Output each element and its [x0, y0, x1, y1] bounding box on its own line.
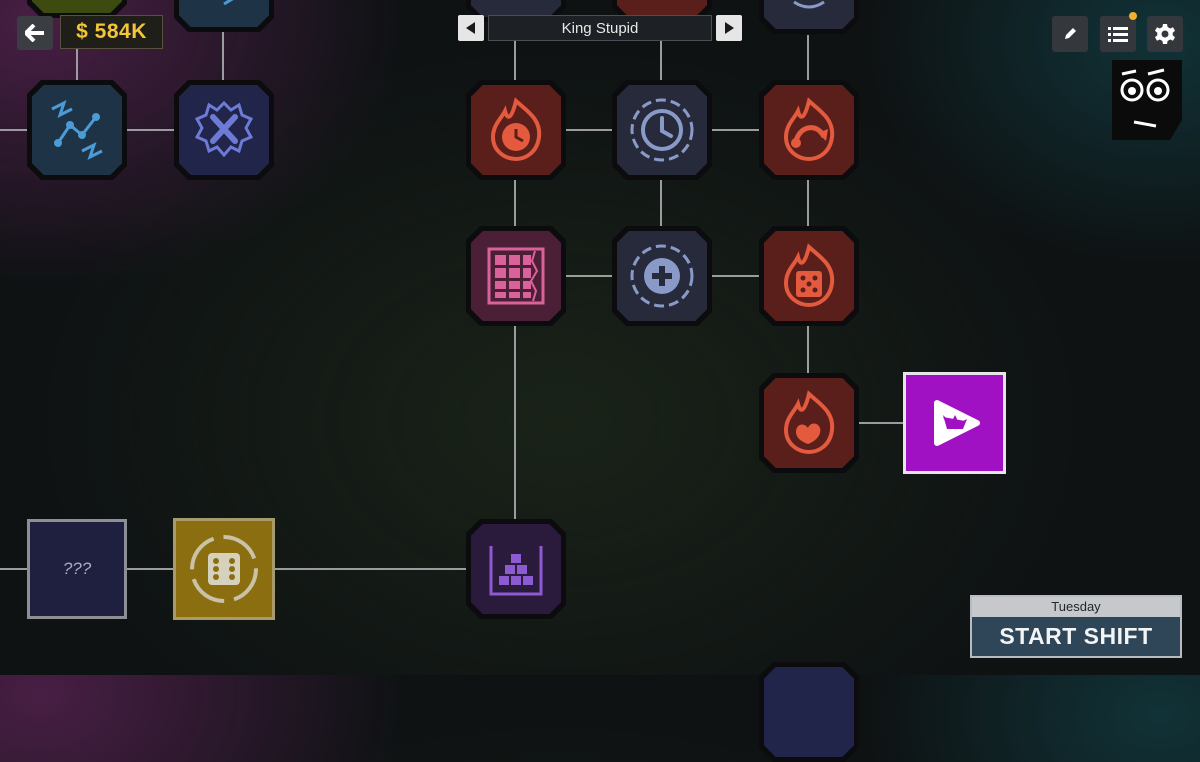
- cross-arrows-icon: [194, 100, 254, 158]
- gear-icon: [1155, 24, 1175, 44]
- spiral-clock-icon: [630, 98, 694, 162]
- dice-ring-icon: [190, 535, 258, 603]
- skill-node-flame-clock[interactable]: [466, 80, 566, 180]
- skill-node-spiral-clock[interactable]: [612, 80, 712, 180]
- pencil-icon: [1065, 28, 1076, 39]
- list-icon: [1108, 27, 1128, 42]
- spiral-icon: [486, 0, 546, 2]
- tree-selector-title: King Stupid: [488, 15, 712, 41]
- skill-tree-connections: [0, 30, 905, 570]
- flame-dice-icon: [783, 243, 835, 308]
- arrow-left-icon: [25, 24, 44, 42]
- flame-muscle-icon: [783, 390, 835, 455]
- locked-node-label: ???: [62, 559, 92, 578]
- skill-node-graph-lightning[interactable]: [27, 80, 127, 180]
- skill-node-torn-grid[interactable]: [466, 226, 566, 326]
- flame-icon: [632, 0, 692, 2]
- list-button[interactable]: [1100, 16, 1136, 52]
- flame-arrow-icon: [783, 97, 835, 162]
- spiral-plus-icon: [630, 244, 694, 308]
- face-mascot-icon: [1112, 60, 1182, 140]
- next-tree-button[interactable]: [716, 15, 742, 41]
- spiral-icon: [793, 0, 825, 9]
- skill-node-partial-top-2[interactable]: [174, 0, 274, 32]
- skill-node-scatter-cross[interactable]: [174, 80, 274, 180]
- play-crown-icon: [933, 400, 980, 446]
- skill-node-locked[interactable]: ???: [27, 519, 127, 619]
- block-pyramid-icon: [489, 546, 543, 596]
- triangle-left-icon: [466, 22, 475, 34]
- prev-tree-button[interactable]: [458, 15, 484, 41]
- skill-node-block-stack[interactable]: [466, 519, 566, 619]
- skill-node-spiral-plus[interactable]: [612, 226, 712, 326]
- shift-day-label: Tuesday: [972, 597, 1180, 617]
- skill-node-flame-redirect[interactable]: [759, 80, 859, 180]
- skill-node-flame-dice[interactable]: [759, 226, 859, 326]
- skill-node-dice-ring[interactable]: [173, 518, 275, 620]
- start-shift-label: START SHIFT: [999, 623, 1153, 649]
- graph-lightning-icon: [51, 100, 103, 160]
- skill-node-flame-muscle[interactable]: [759, 373, 859, 473]
- flame-clock-icon: [490, 97, 542, 162]
- skill-node-partial-bottom[interactable]: [759, 662, 859, 762]
- skill-node-selected-highlight[interactable]: [903, 372, 1006, 474]
- edit-button[interactable]: [1052, 16, 1088, 52]
- start-shift-button[interactable]: Tuesday START SHIFT: [970, 595, 1182, 658]
- skill-node-partial-top-left[interactable]: [27, 0, 127, 18]
- money-counter: $ 584K: [60, 15, 163, 49]
- grid-icon: [487, 247, 545, 305]
- back-button[interactable]: [17, 16, 53, 50]
- triangle-right-icon: [725, 22, 734, 34]
- settings-button[interactable]: [1147, 16, 1183, 52]
- lightning-icon: [213, 0, 238, 6]
- notification-dot: [1129, 12, 1137, 20]
- skill-node-partial-top-5[interactable]: [759, 0, 859, 34]
